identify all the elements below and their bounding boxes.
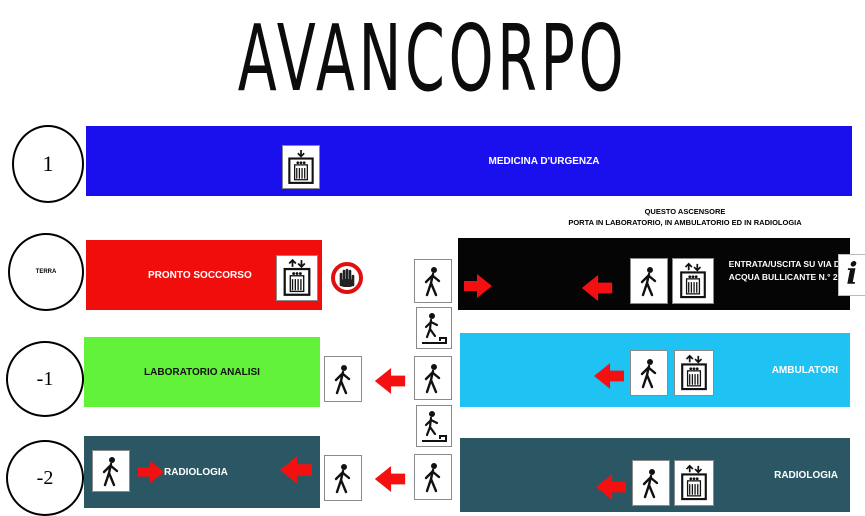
floor-label: TERRA [35,269,57,275]
arrow-right-icon [138,460,164,484]
stairs-icon [416,307,452,349]
stairs-icon [416,405,452,447]
entrata-line-2: ACQUA BULLICANTE N.° 20 [728,272,843,282]
elevator-icon [276,255,318,301]
bar-label: RADIOLOGIA [774,469,838,481]
arrow-right-icon [464,273,492,299]
elevator-note: QUESTO ASCENSORE PORTA IN LABORATORIO, I… [500,206,865,228]
bar-label: MEDICINA D'URGENZA [488,155,600,167]
arrow-left-icon [374,368,406,394]
pedestrian-icon [632,460,670,506]
page-title: AVANCORPO [237,5,628,112]
pedestrian-icon [630,258,668,304]
note-line-1: QUESTO ASCENSORE [644,207,726,216]
bar-label: AMBULATORI [771,364,838,376]
note-line-2: PORTA IN LABORATORIO, IN AMBULATORIO ED … [568,218,802,227]
arrow-left-icon [280,456,312,484]
floor-label: -2 [36,466,54,489]
bar-medicina-urgenza: MEDICINA D'URGENZA [86,126,852,196]
elevator-icon [674,460,714,506]
floor-label: -1 [36,367,54,390]
bar-laboratorio-analisi: LABORATORIO ANALISI [84,337,320,407]
arrow-left-icon [581,275,613,301]
pedestrian-icon [92,450,130,492]
pedestrian-icon [630,350,668,396]
floor-circle-minus2: -2 [6,440,84,516]
elevator-icon [282,145,320,189]
pedestrian-icon [324,455,362,501]
pedestrian-icon [414,454,452,500]
pedestrian-icon [324,356,362,402]
elevator-icon [674,350,714,396]
bar-label: LABORATORIO ANALISI [144,366,260,378]
pedestrian-icon [414,356,452,400]
bar-label: PRONTO SOCCORSO [148,269,252,281]
elevator-icon [672,258,714,304]
arrow-left-icon [596,474,626,500]
floor-circle-minus1: -1 [6,341,84,417]
bar-label: RADIOLOGIA [164,466,228,478]
floor-circle-terra: TERRA [8,233,84,311]
floor-label: 1 [42,151,54,176]
floor-circle-1: 1 [12,125,84,203]
arrow-left-icon [594,363,624,389]
entrata-line-1: ENTRATA/USCITA SU VIA DI [728,259,843,269]
pedestrian-icon [414,259,452,303]
arrow-left-icon [374,466,406,492]
info-icon: i [838,254,865,296]
entrata-text: ENTRATA/USCITA SU VIA DI ACQUA BULLICANT… [718,258,853,298]
no-entry-hand-icon [330,261,364,295]
